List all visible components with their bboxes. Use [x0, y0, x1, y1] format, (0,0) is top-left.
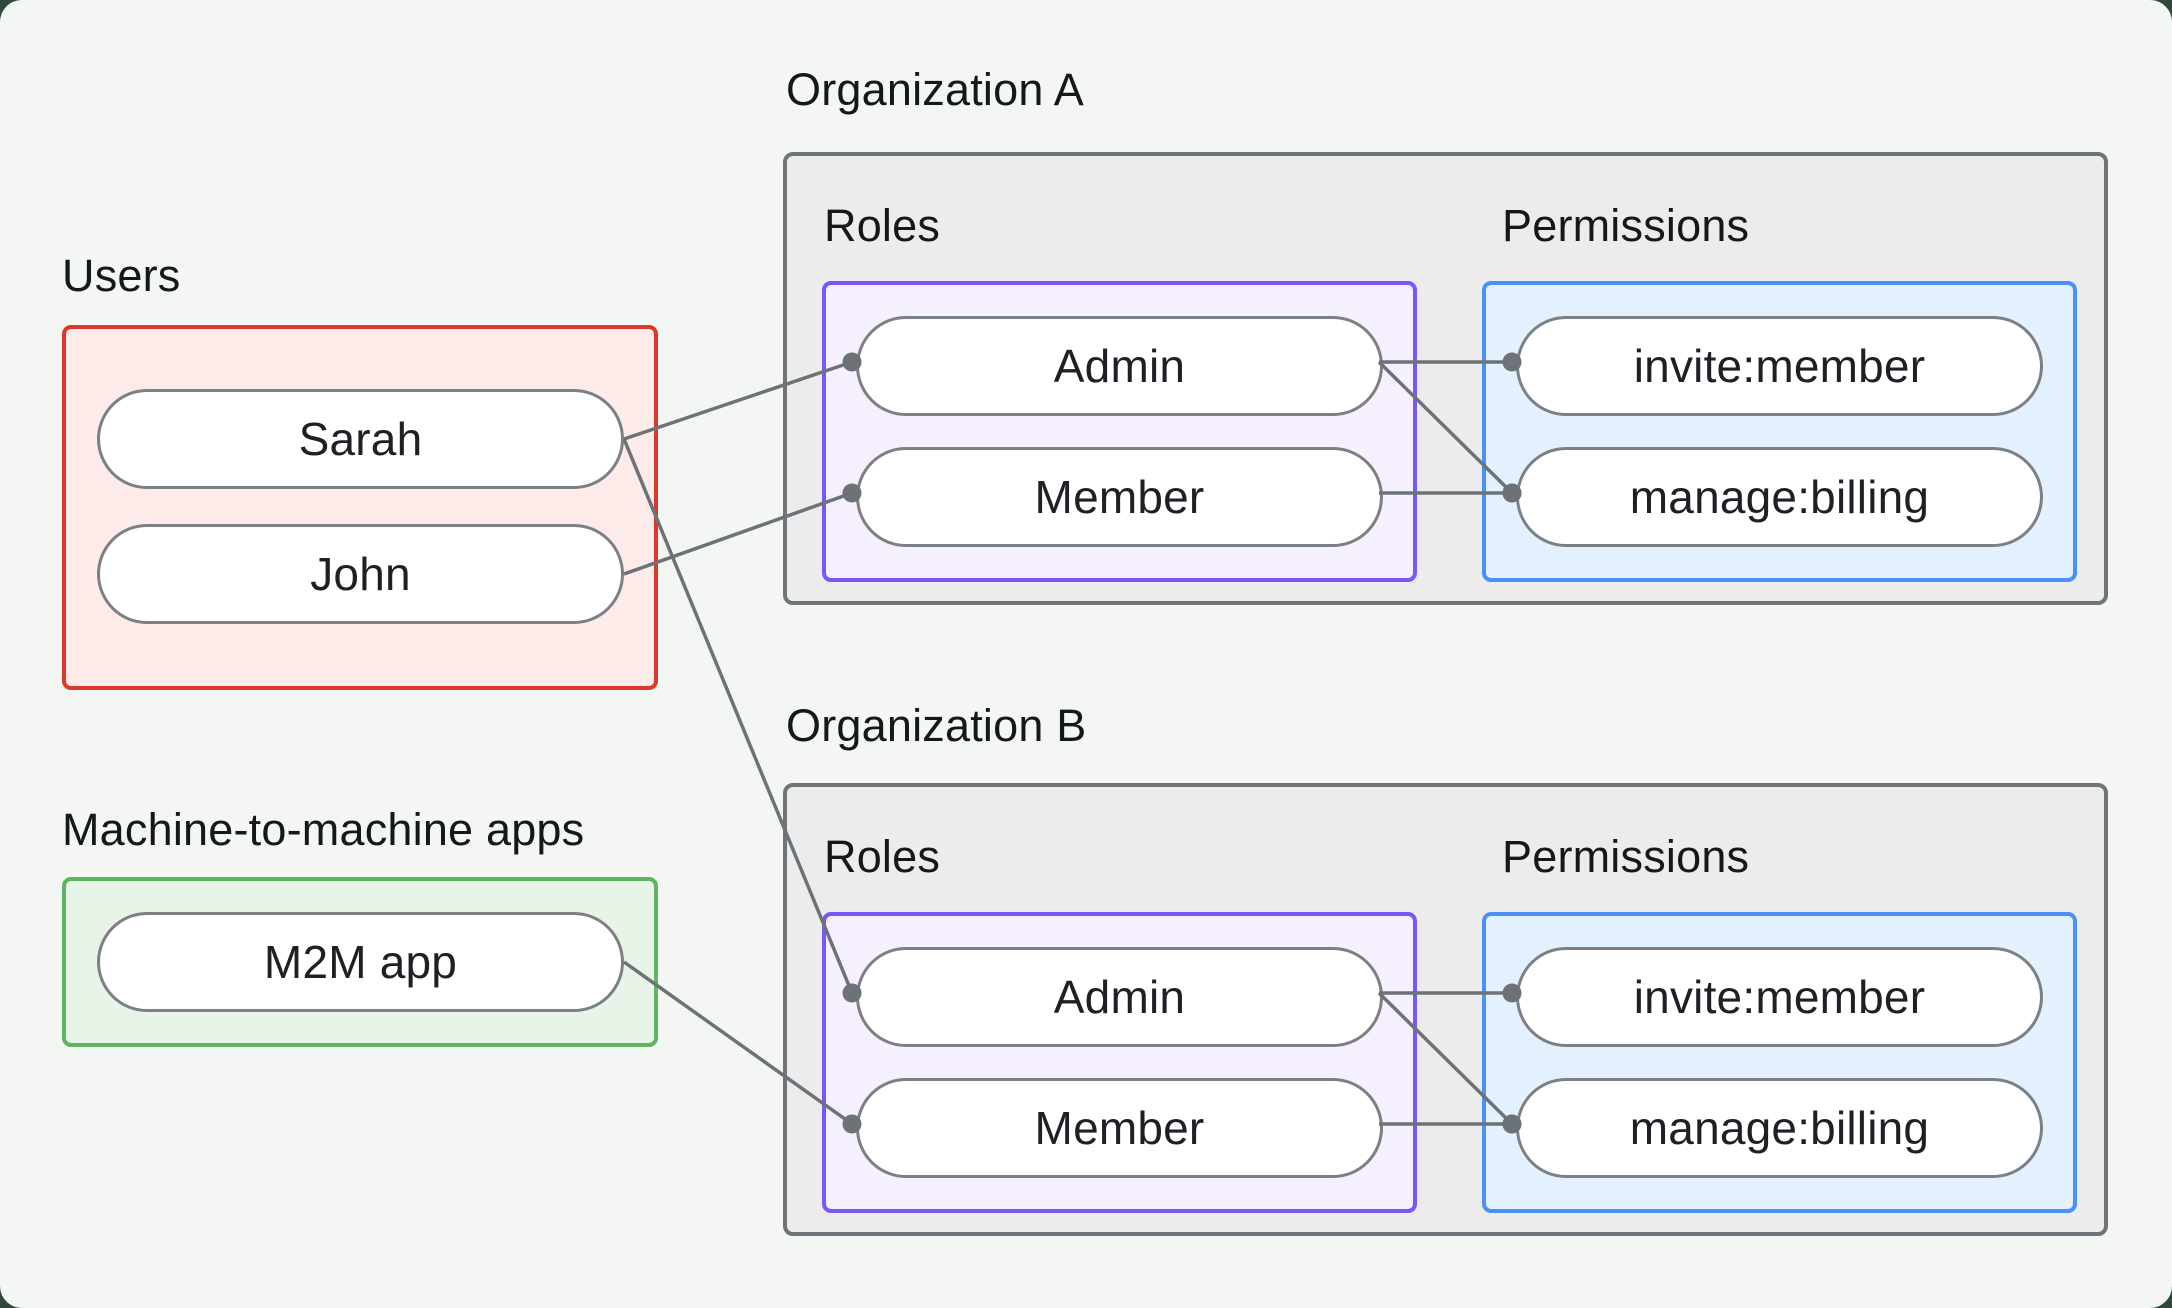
- org-b-permissions-label: Permissions: [1502, 831, 1750, 882]
- org-a-permission-manage-billing: manage:billing: [1516, 447, 2043, 547]
- m2m-section-label: Machine-to-machine apps: [62, 804, 585, 855]
- org-a-role-admin-label: Admin: [1053, 340, 1186, 392]
- org-b-permission-manage-billing-label: manage:billing: [1629, 1102, 1930, 1154]
- org-b-permission-invite-member: invite:member: [1516, 947, 2043, 1047]
- org-a-role-admin: Admin: [856, 316, 1383, 416]
- users-section-label: Users: [62, 250, 181, 301]
- org-a-permissions-label: Permissions: [1502, 200, 1750, 251]
- org-b-permission-manage-billing: manage:billing: [1516, 1078, 2043, 1178]
- org-b-roles-label: Roles: [824, 831, 941, 882]
- m2m-app-node: M2M app: [97, 912, 624, 1012]
- org-b-permissions-box: invite:member manage:billing: [1482, 912, 2077, 1213]
- user-node-sarah-label: Sarah: [298, 413, 423, 465]
- org-a-permission-invite-member: invite:member: [1516, 316, 2043, 416]
- org-b-box: Roles Admin Member Permissions invite:me…: [783, 783, 2108, 1236]
- org-a-role-member-label: Member: [1034, 471, 1205, 523]
- org-a-permissions-box: invite:member manage:billing: [1482, 281, 2077, 582]
- user-node-sarah: Sarah: [97, 389, 624, 489]
- org-a-role-member: Member: [856, 447, 1383, 547]
- org-b-role-admin-label: Admin: [1053, 971, 1186, 1023]
- org-b-role-member-label: Member: [1034, 1102, 1205, 1154]
- m2m-group-box: M2M app: [62, 877, 658, 1047]
- users-group-box: Sarah John: [62, 325, 658, 690]
- user-node-john-label: John: [310, 548, 411, 600]
- user-node-john: John: [97, 524, 624, 624]
- org-b-title: Organization B: [786, 700, 1087, 751]
- org-a-box: Roles Admin Member Permissions invite:me…: [783, 152, 2108, 605]
- org-a-permission-manage-billing-label: manage:billing: [1629, 471, 1930, 523]
- org-b-permission-invite-member-label: invite:member: [1633, 971, 1926, 1023]
- org-b-role-admin: Admin: [856, 947, 1383, 1047]
- org-a-title: Organization A: [786, 64, 1084, 115]
- org-a-permission-invite-member-label: invite:member: [1633, 340, 1926, 392]
- org-a-roles-box: Admin Member: [822, 281, 1417, 582]
- org-b-role-member: Member: [856, 1078, 1383, 1178]
- org-b-roles-box: Admin Member: [822, 912, 1417, 1213]
- m2m-app-node-label: M2M app: [263, 936, 458, 988]
- org-a-roles-label: Roles: [824, 200, 941, 251]
